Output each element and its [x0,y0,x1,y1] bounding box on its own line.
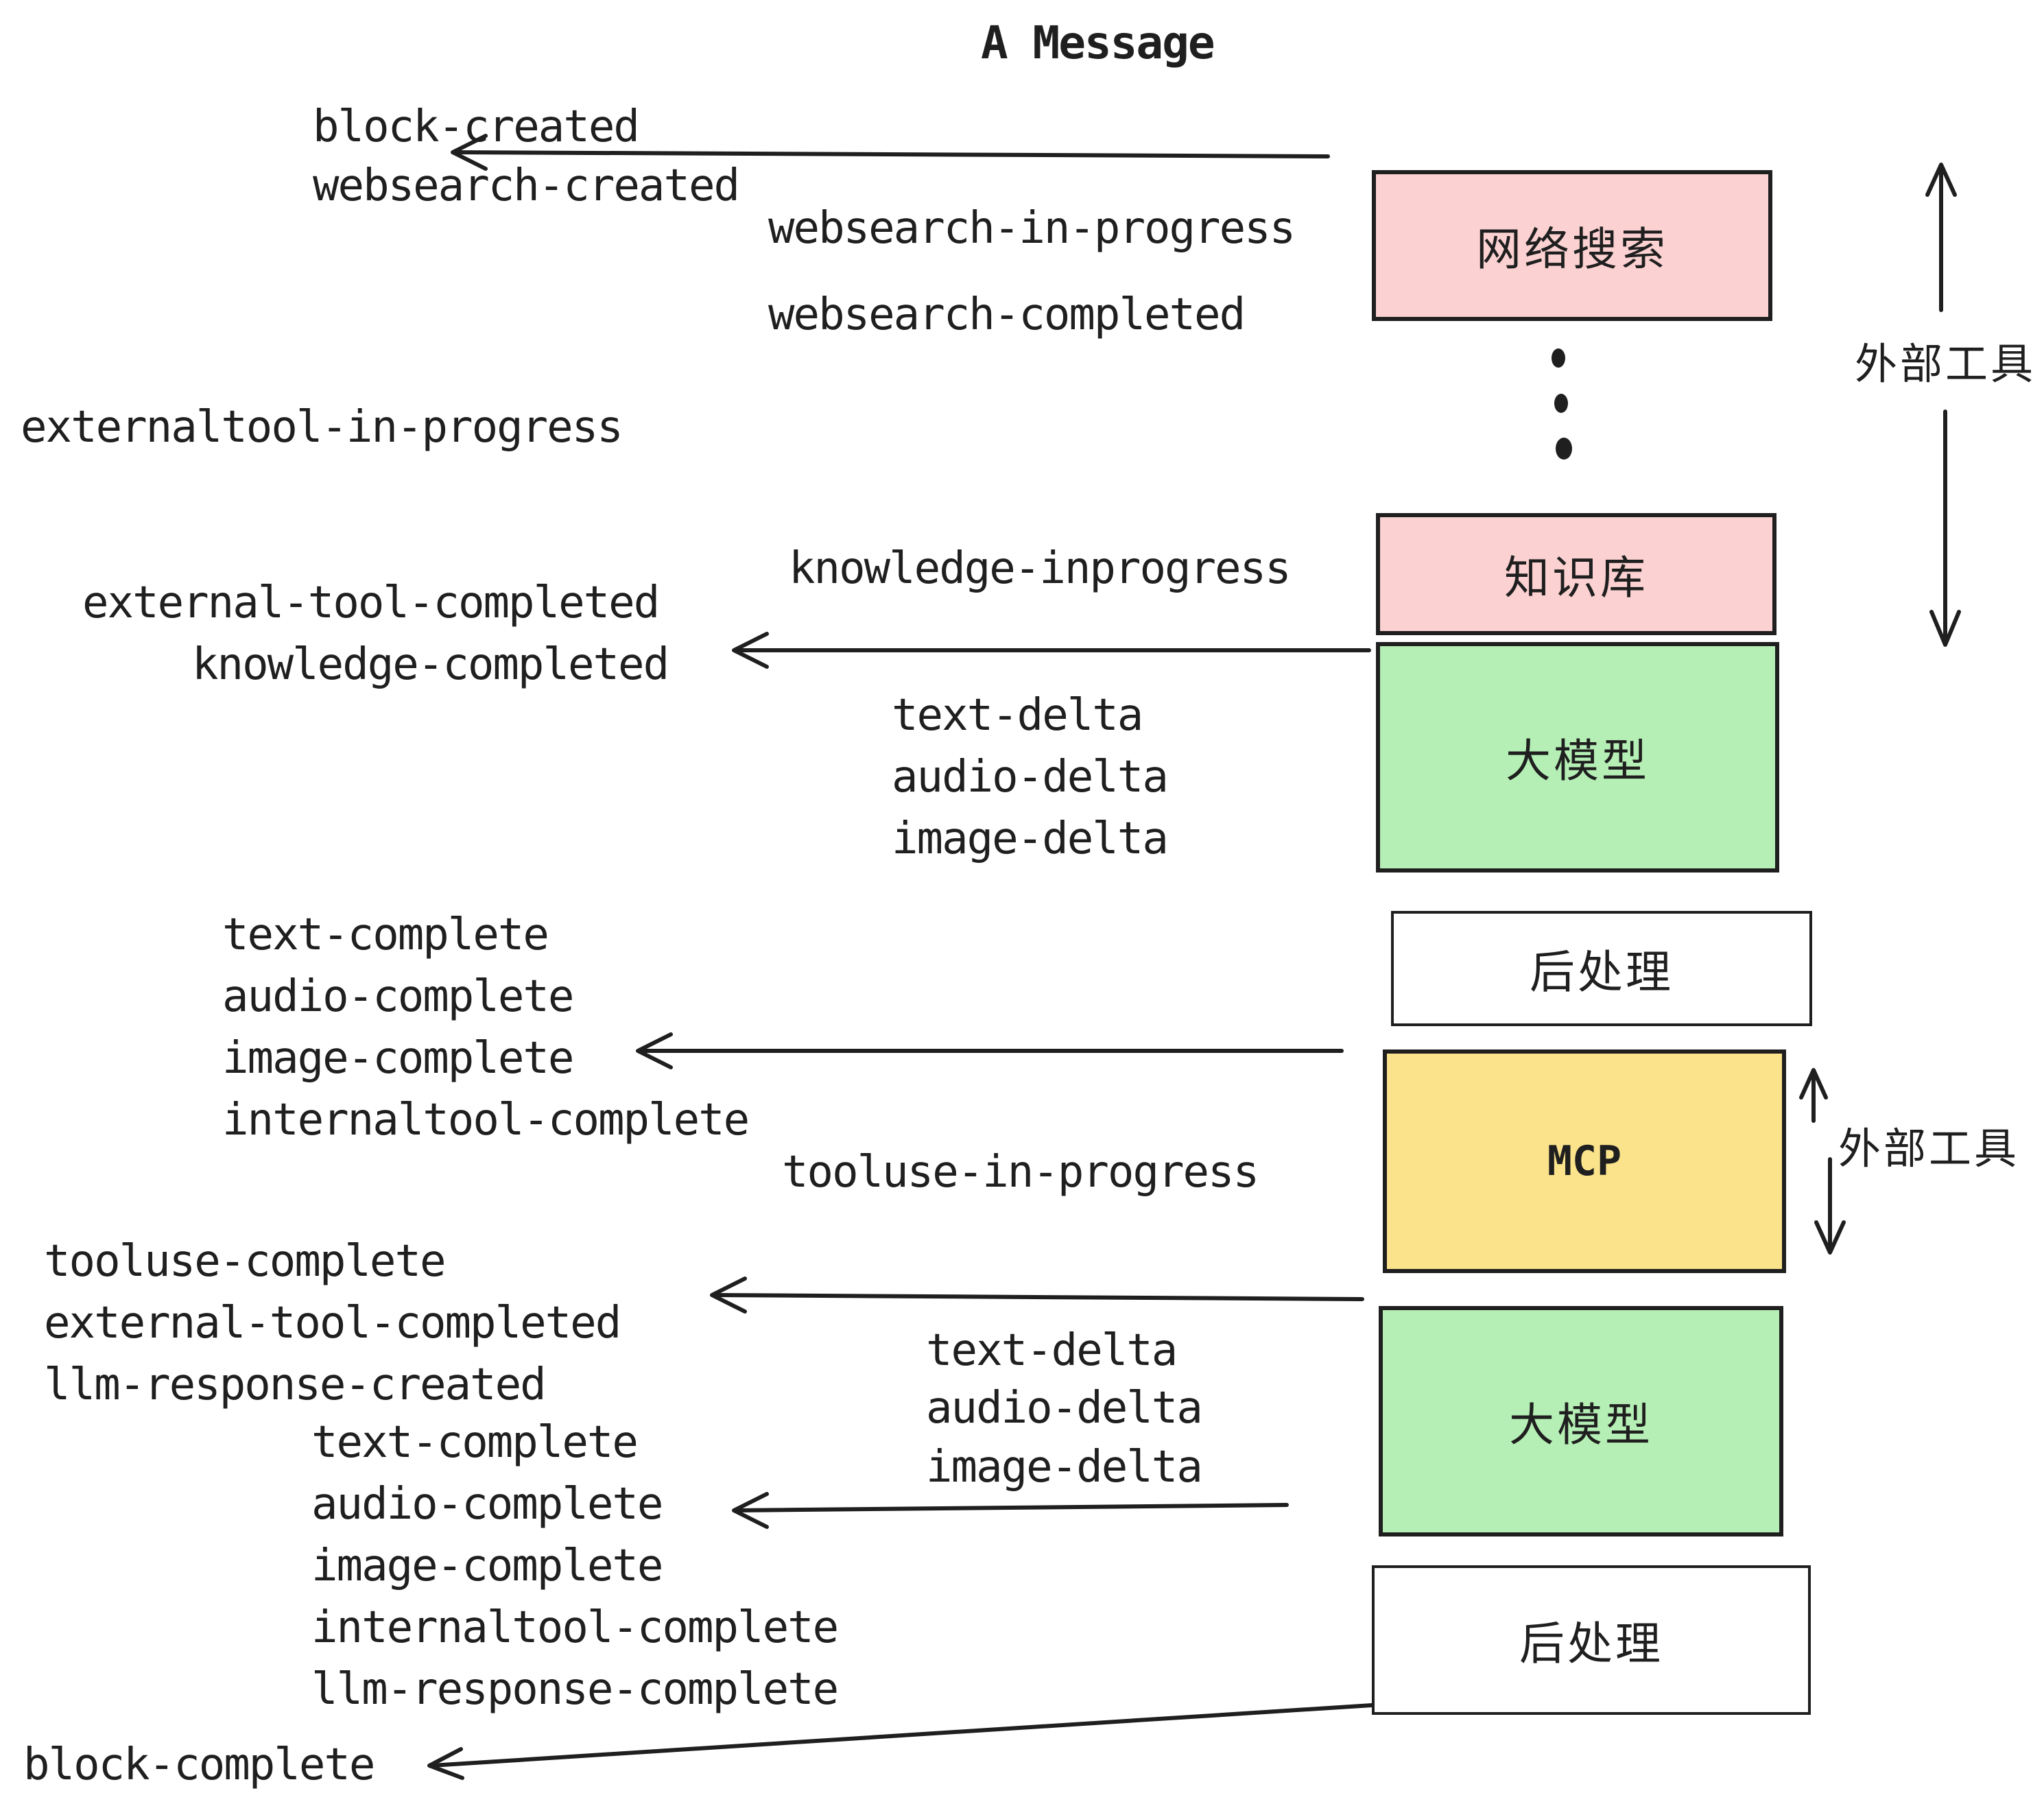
event-text-delta-1: text-delta [892,690,1143,741]
event-text-delta-2: text-delta [926,1325,1178,1376]
event-knowledge-inprogress: knowledge-inprogress [789,543,1292,594]
box-mcp-label: MCP [1547,1137,1622,1185]
event-audio-complete-2: audio-complete [311,1479,663,1530]
event-external-tool-completed-2: external-tool-completed [44,1298,621,1349]
side-label-external-tools-2: 外部工具 [1838,1126,2020,1173]
event-websearch-created: websearch-created [313,161,740,211]
box-websearch: 网络搜索 [1372,170,1772,321]
event-image-delta-1: image-delta [892,814,1169,864]
event-external-tool-completed-1: external-tool-completed [82,578,660,628]
external-tools-down-arrow-1-icon [1929,410,1961,647]
box-post-2: 后处理 [1372,1565,1811,1715]
external-tools-up-arrow-2-icon [1799,1068,1828,1123]
diagram-title: A Message [981,16,1215,69]
arrow-to-knowledge-completed-icon [732,632,1371,669]
event-tooluse-complete: tooluse-complete [44,1236,447,1287]
event-audio-delta-2: audio-delta [926,1383,1203,1434]
box-post-1-label: 后处理 [1530,947,1674,997]
event-block-complete: block-complete [23,1740,375,1790]
event-audio-delta-1: audio-delta [892,752,1169,803]
event-tooluse-in-progress: tooluse-in-progress [782,1147,1259,1198]
event-websearch-in-progress: websearch-in-progress [768,203,1296,254]
event-text-complete-1: text-complete [222,910,549,960]
box-llm-2: 大模型 [1379,1306,1783,1536]
ellipsis-dots-icon [1552,348,1572,460]
box-mcp: MCP [1383,1049,1786,1273]
external-tools-up-arrow-1-icon [1925,163,1957,312]
event-internaltool-complete-2: internaltool-complete [311,1602,839,1653]
arrow-to-block-complete-icon [427,1703,1374,1780]
event-llm-response-complete: llm-response-complete [311,1664,839,1715]
box-llm-2-label: 大模型 [1509,1399,1653,1450]
box-knowledge: 知识库 [1376,513,1776,635]
arrow-to-image-complete-icon [636,1032,1344,1069]
event-knowledge-completed: knowledge-completed [192,639,669,690]
event-internaltool-complete-1: internaltool-complete [222,1095,750,1146]
event-llm-response-created: llm-response-created [44,1360,547,1410]
box-knowledge-label: 知识库 [1504,552,1648,603]
arrow-to-audio-complete-icon [732,1492,1289,1529]
box-llm-1: 大模型 [1376,642,1779,873]
event-image-complete-1: image-complete [222,1033,574,1084]
side-label-external-tools-1: 外部工具 [1855,341,2036,388]
box-post-1: 后处理 [1391,911,1812,1026]
event-websearch-completed: websearch-completed [768,289,1246,340]
event-text-complete-2: text-complete [311,1417,639,1468]
event-block-created: block-created [313,102,640,152]
arrow-to-external-tool-completed-icon [710,1277,1364,1314]
event-audio-complete-1: audio-complete [222,971,574,1022]
box-websearch-label: 网络搜索 [1476,224,1668,274]
event-image-delta-2: image-delta [926,1442,1203,1493]
box-post-2-label: 后处理 [1519,1618,1663,1669]
event-externaltool-in-progress: externaltool-in-progress [21,402,623,453]
box-llm-1-label: 大模型 [1506,735,1650,786]
event-image-complete-2: image-complete [311,1541,663,1591]
